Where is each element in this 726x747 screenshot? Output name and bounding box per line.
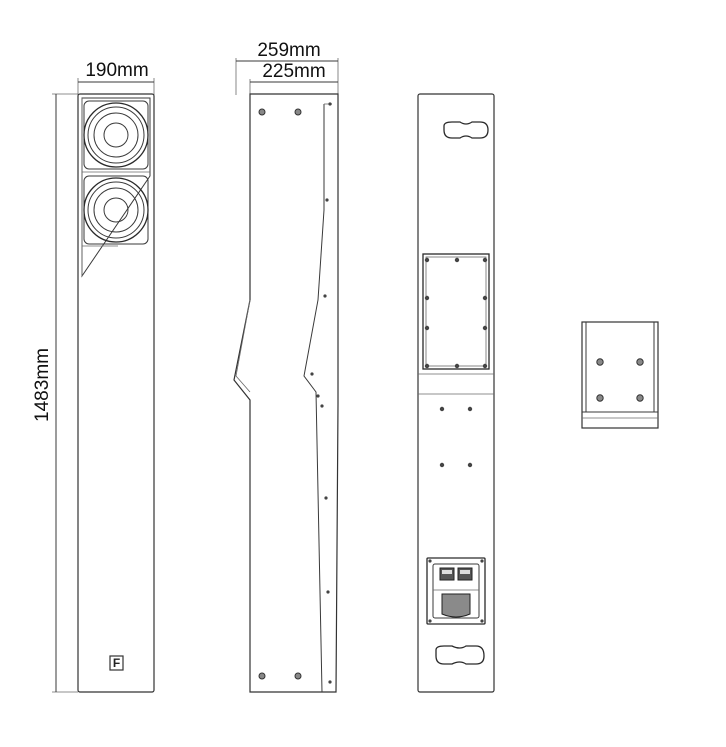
connector-panel <box>426 557 486 625</box>
bottom-handle-icon <box>435 645 485 665</box>
logo-badge: F <box>109 655 124 671</box>
depth-dimensions: 259mm 225mm <box>235 40 339 95</box>
rear-view <box>417 93 495 693</box>
side-fixing-points <box>310 102 332 684</box>
depth-inner-label: 225mm <box>262 61 325 82</box>
side-cabinet <box>233 93 339 693</box>
wall-bracket <box>581 321 659 429</box>
front-cabinet <box>77 93 155 693</box>
height-label: 1483mm <box>32 348 53 422</box>
height-dimension: 1483mm <box>32 93 78 693</box>
lower-woofer <box>83 175 149 245</box>
side-view: 259mm 225mm <box>233 40 339 693</box>
rear-bracket-plate <box>422 253 490 370</box>
bracket-plate <box>581 321 659 429</box>
rear-cabinet <box>417 93 495 693</box>
depth-outer-label: 259mm <box>257 40 320 61</box>
logo-text: F <box>113 656 120 670</box>
upper-woofer <box>83 100 149 170</box>
side-baffle-line <box>303 104 325 693</box>
front-view: 190mm 1483mm <box>32 60 155 693</box>
width-label: 190mm <box>85 60 148 81</box>
width-dimension: 190mm <box>77 60 155 95</box>
top-handle-icon <box>443 121 489 139</box>
